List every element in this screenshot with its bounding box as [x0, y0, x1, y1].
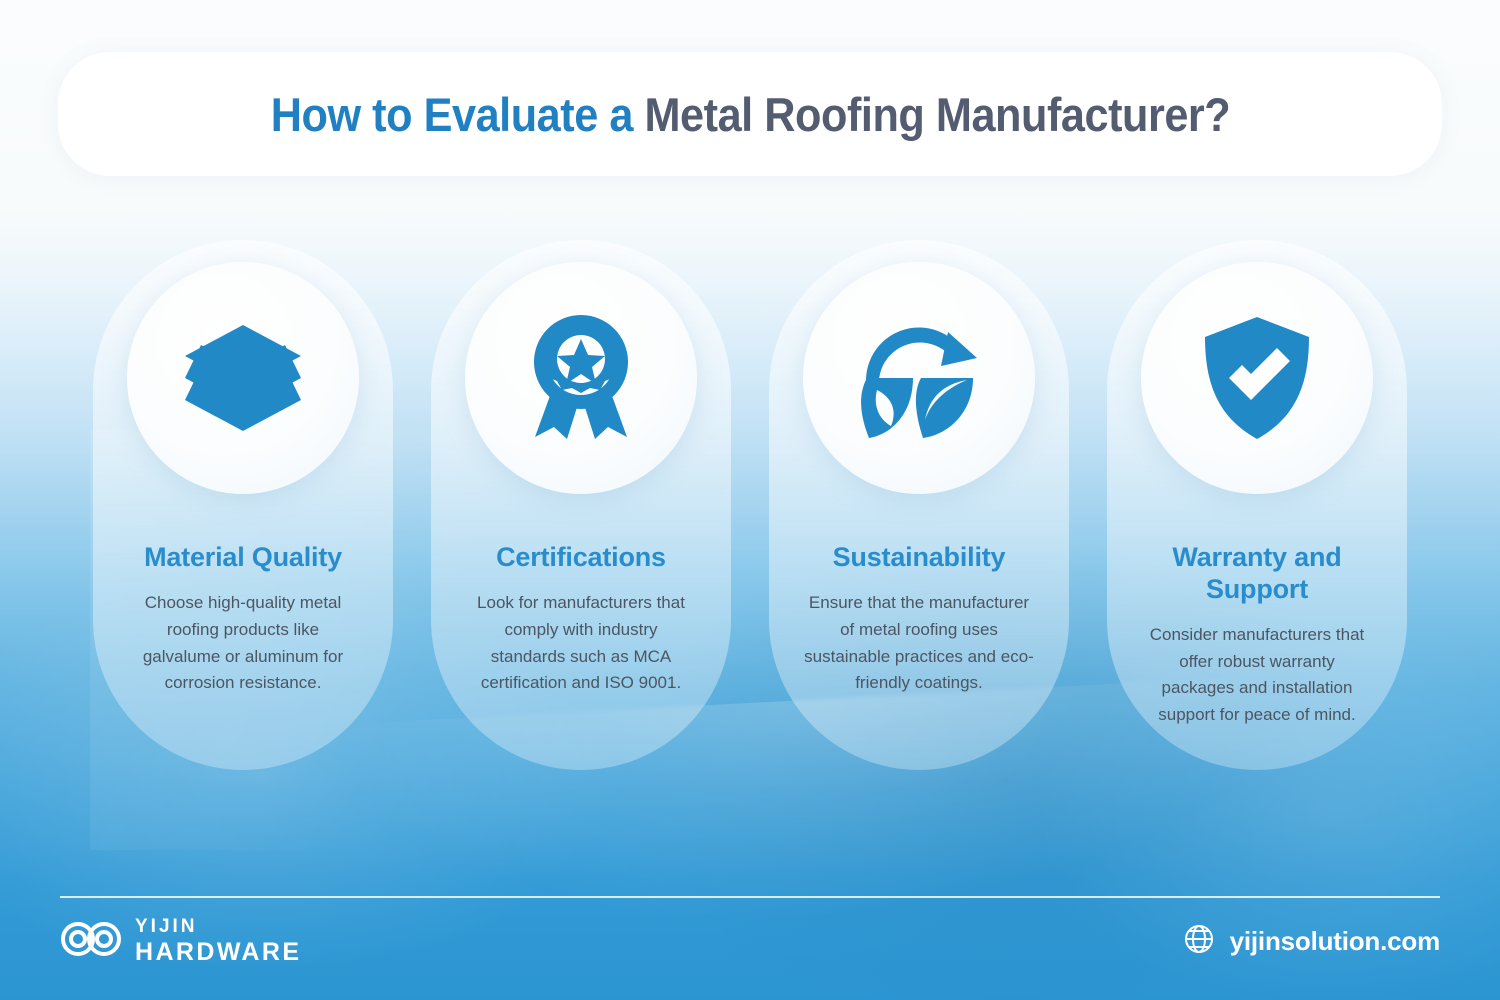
feature-card-sustainability: Sustainability Ensure that the manufactu… [769, 240, 1069, 770]
page-title-main: Metal Roofing Manufacturer? [644, 87, 1230, 141]
infinity-loop-logo-icon [60, 921, 122, 962]
brand-name-line1: YIJIN [135, 916, 198, 937]
globe-icon [1184, 924, 1214, 959]
feature-card-row: Material Quality Choose high-quality met… [0, 240, 1500, 770]
feature-card-warranty-support: Warranty and Support Consider manufactur… [1107, 240, 1407, 770]
feature-card-certifications: Certifications Look for manufacturers th… [431, 240, 731, 770]
feature-card-material-quality: Material Quality Choose high-quality met… [93, 240, 393, 770]
page-title: How to Evaluate a Metal Roofing Manufact… [270, 87, 1230, 142]
footer-divider [60, 896, 1440, 898]
layers-icon [181, 323, 305, 433]
icon-badge-warranty-support [1141, 262, 1373, 494]
icon-badge-material-quality [127, 262, 359, 494]
icon-badge-sustainability [803, 262, 1035, 494]
feature-card-body: Consider manufacturers that offer robust… [1149, 624, 1365, 725]
feature-card-title: Material Quality [144, 542, 342, 572]
feature-card-body: Look for manufacturers that comply with … [477, 592, 685, 693]
footer: YIJIN HARDWARE yijinsolution.com [60, 906, 1440, 976]
brand-logo: YIJIN HARDWARE [60, 917, 301, 965]
recycle-leaf-icon [855, 314, 983, 442]
feature-card-title: Certifications [496, 542, 666, 572]
page-title-accent: How to Evaluate a [270, 87, 645, 141]
feature-card-body: Ensure that the manufacturer of metal ro… [804, 592, 1034, 693]
shield-check-icon [1201, 316, 1313, 440]
website-link[interactable]: yijinsolution.com [1184, 924, 1440, 959]
title-banner: How to Evaluate a Metal Roofing Manufact… [58, 52, 1442, 176]
feature-card-body: Choose high-quality metal roofing produc… [142, 592, 344, 693]
brand-name-line2: HARDWARE [135, 938, 302, 966]
award-ribbon-icon [521, 315, 641, 441]
website-url-text: yijinsolution.com [1229, 925, 1441, 956]
feature-card-title: Sustainability [832, 542, 1006, 572]
brand-wordmark: YIJIN HARDWARE [135, 917, 301, 965]
feature-card-title: Warranty and Support [1172, 542, 1342, 604]
icon-badge-certifications [465, 262, 697, 494]
